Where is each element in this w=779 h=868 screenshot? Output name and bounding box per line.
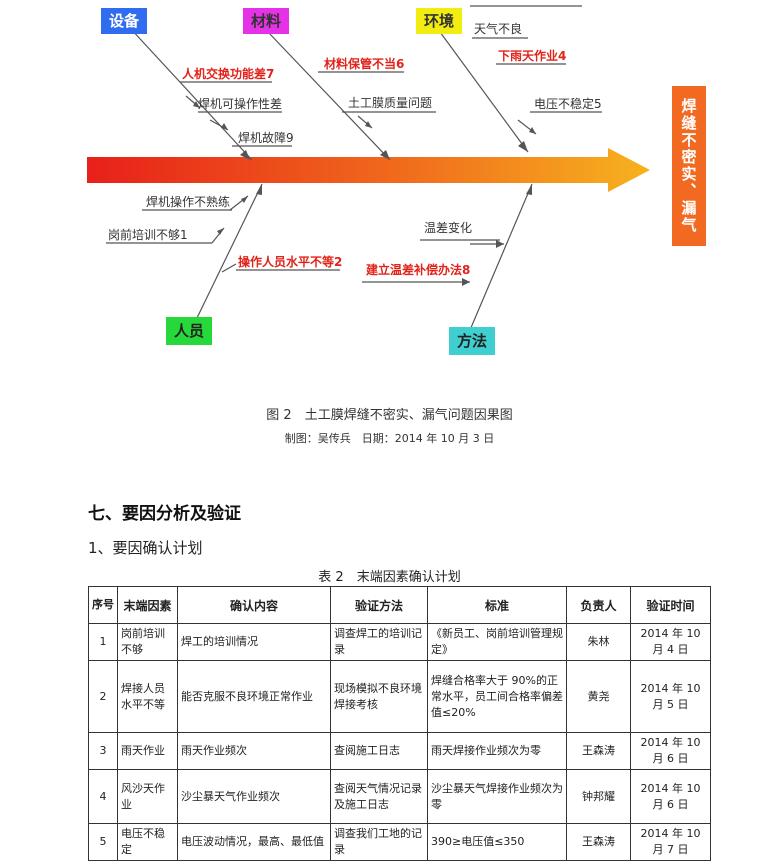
cause-rain-work: 下雨天作业4 (498, 49, 567, 63)
header-standard: 标准 (427, 586, 567, 624)
cell-owner: 王森涛 (566, 732, 631, 770)
cause-storage: 材料保管不当6 (324, 57, 405, 71)
cell-standard: 390≥电压值≤350 (427, 823, 567, 861)
table-row: 4 风沙天作业 沙尘暴天气作业频次 查阅天气情况记录及施工日志 沙尘暴天气焊接作… (88, 769, 711, 824)
cell-index: 1 (88, 623, 118, 661)
cell-index: 3 (88, 732, 118, 770)
cause-uneven-level: 操作人员水平不等2 (238, 255, 343, 269)
cell-factor: 风沙天作业 (117, 769, 178, 824)
header-content: 确认内容 (177, 586, 331, 624)
confirmation-plan-table: 序号 末端因素 确认内容 验证方法 标准 负责人 验证时间 1 岗前培训不够 焊… (88, 586, 711, 861)
category-material: 材料 (243, 8, 289, 34)
cell-factor: 焊接人员水平不等 (117, 660, 178, 733)
cell-content: 电压波动情况，最高、最低值 (177, 823, 331, 861)
cell-time: 2014 年 10 月 7 日 (630, 823, 711, 861)
cell-index: 4 (88, 769, 118, 824)
header-owner: 负责人 (566, 586, 631, 624)
cell-time: 2014 年 10 月 5 日 (630, 660, 711, 733)
cause-hmi: 人机交换功能差7 (182, 67, 275, 81)
cell-time: 2014 年 10 月 6 日 (630, 732, 711, 770)
cause-temp-comp: 建立温差补偿办法8 (366, 263, 471, 277)
cell-method: 调查我们工地的记录 (330, 823, 428, 861)
table-row: 1 岗前培训不够 焊工的培训情况 调查焊工的培训记录 《新员工、岗前培训管理规定… (88, 623, 711, 661)
cause-operability: 焊机可操作性差 (198, 97, 283, 111)
header-index: 序号 (88, 586, 118, 624)
header-time: 验证时间 (630, 586, 711, 624)
header-factor: 末端因素 (117, 586, 178, 624)
cell-content: 焊工的培训情况 (177, 623, 331, 661)
cell-standard: 雨天焊接作业频次为零 (427, 732, 567, 770)
cell-index: 5 (88, 823, 118, 861)
category-method: 方法 (449, 327, 495, 355)
category-environment: 环境 (416, 8, 462, 34)
spine-arrow (87, 148, 650, 192)
cell-content: 沙尘暴天气作业频次 (177, 769, 331, 824)
cell-standard: 《新员工、岗前培训管理规定》 (427, 623, 567, 661)
bone-environment (439, 31, 529, 153)
cell-owner: 钟邦耀 (566, 769, 631, 824)
cell-time: 2014 年 10 月 4 日 (630, 623, 711, 661)
effect-problem: 焊缝不密实、漏气 (672, 86, 706, 246)
bone-people (195, 183, 263, 321)
fishbone-diagram: 设备 材料 环境 人员 方法 焊缝不密实、漏气 人机交换功能差7 焊机可操作性差… (0, 0, 779, 380)
cell-owner: 王森涛 (566, 823, 631, 861)
cell-factor: 电压不稳定 (117, 823, 178, 861)
cause-voltage: 电压不稳定5 (534, 97, 602, 111)
cell-index: 2 (88, 660, 118, 733)
cause-unskilled: 焊机操作不熟练 (146, 195, 231, 209)
cause-bad-weather: 天气不良 (474, 22, 523, 36)
cell-standard: 焊缝合格率大于 90%的正常水平，员工间合格率偏差值≤20% (427, 660, 567, 733)
cell-owner: 朱林 (566, 623, 631, 661)
bone-equipment (129, 27, 253, 161)
cell-method: 调查焊工的培训记录 (330, 623, 428, 661)
cell-content: 雨天作业频次 (177, 732, 331, 770)
cell-method: 现场模拟不良环境焊接考核 (330, 660, 428, 733)
table-caption: 表 2 末端因素确认计划 (318, 570, 461, 585)
cause-training: 岗前培训不够1 (108, 228, 188, 242)
cause-temp-change: 温差变化 (424, 221, 473, 235)
category-people: 人员 (166, 317, 212, 345)
table-header-row: 序号 末端因素 确认内容 验证方法 标准 负责人 验证时间 (88, 586, 711, 624)
cell-content: 能否克服不良环境正常作业 (177, 660, 331, 733)
category-equipment: 设备 (101, 8, 147, 34)
cell-method: 查阅天气情况记录及施工日志 (330, 769, 428, 824)
section-heading: 七、要因分析及验证 (88, 504, 241, 524)
cause-membrane-quality: 土工膜质量问题 (348, 96, 433, 110)
fishbone-lines (87, 5, 650, 331)
bone-method (469, 183, 533, 331)
bone-material (267, 31, 391, 161)
cell-time: 2014 年 10 月 6 日 (630, 769, 711, 824)
header-method: 验证方法 (330, 586, 428, 624)
figure-credit: 制图：吴传兵 日期：2014 年 10 月 3 日 (284, 432, 495, 445)
cell-standard: 沙尘暴天气焊接作业频次为零 (427, 769, 567, 824)
table-row: 3 雨天作业 雨天作业频次 查阅施工日志 雨天焊接作业频次为零 王森涛 2014… (88, 732, 711, 770)
cell-method: 查阅施工日志 (330, 732, 428, 770)
table-row: 2 焊接人员水平不等 能否克服不良环境正常作业 现场模拟不良环境焊接考核 焊缝合… (88, 660, 711, 733)
cell-factor: 雨天作业 (117, 732, 178, 770)
cell-factor: 岗前培训不够 (117, 623, 178, 661)
section-subheading: 1、要因确认计划 (88, 539, 203, 557)
cell-owner: 黄尧 (566, 660, 631, 733)
cause-welder-fault: 焊机故障9 (238, 131, 294, 145)
figure-caption: 图 2 土工膜焊缝不密实、漏气问题因果图 (266, 408, 513, 423)
table-row: 5 电压不稳定 电压波动情况，最高、最低值 调查我们工地的记录 390≥电压值≤… (88, 823, 711, 861)
